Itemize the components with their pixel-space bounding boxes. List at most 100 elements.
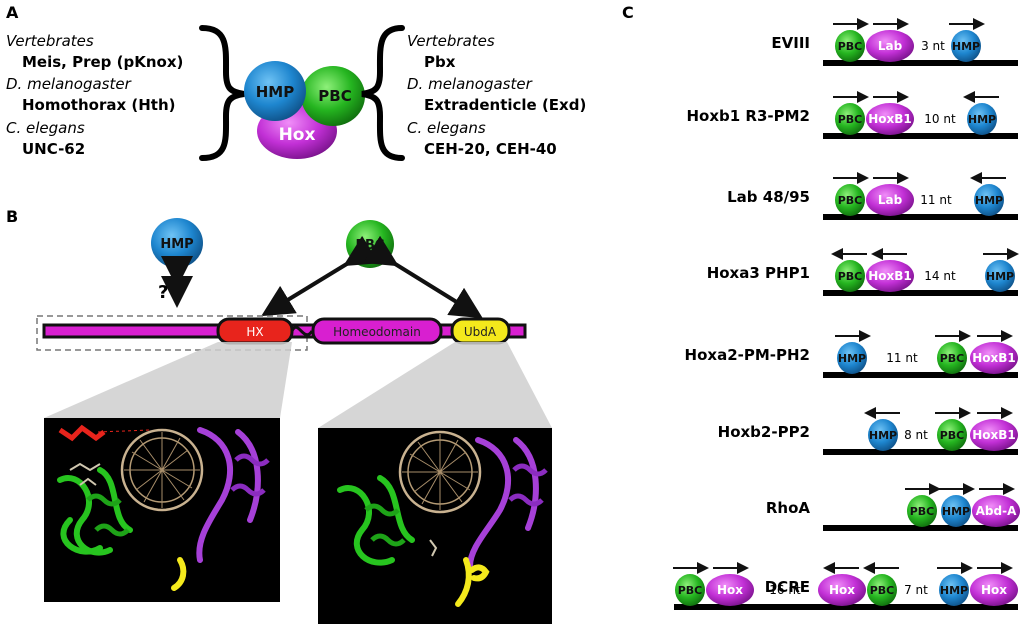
hox-site-label: Hox <box>829 583 855 597</box>
dna-strand <box>674 604 1018 610</box>
pbc-site-label: PBC <box>838 270 863 283</box>
hox-site-blob <box>866 260 914 292</box>
left-genes-vertebrates: Meis, Prep (pKnox) <box>22 53 183 71</box>
pbc-ubda-arrow <box>363 235 483 319</box>
zoom-projection-left <box>44 342 292 418</box>
hox-site-label: HoxB1 <box>972 428 1016 442</box>
dna-strand <box>823 133 1018 139</box>
panel-label-a: A <box>6 3 19 22</box>
right-brace <box>361 25 405 161</box>
hmp-site-blob <box>868 419 898 451</box>
right-organism-drosophila: D. melanogaster <box>407 75 533 93</box>
panel-label-c: C <box>622 3 634 22</box>
dna-strand <box>823 60 1018 66</box>
panel-b-pbc-label: PBC <box>356 238 385 253</box>
spacer-label: 14 nt <box>924 269 956 283</box>
row-name: Lab 48/95 <box>727 188 810 206</box>
hox-site-blob <box>706 574 754 606</box>
row-name: EVIII <box>771 34 810 52</box>
homeodomain-label: Homeodomain <box>333 325 421 339</box>
spacer-label: 3 nt <box>921 39 945 53</box>
right-genes-vertebrates: Pbx <box>424 53 456 71</box>
hmp-site-blob <box>837 342 867 374</box>
hox-site-label: Lab <box>878 39 903 53</box>
pbc-site-blob <box>867 574 897 606</box>
pbc-site-blob <box>835 30 865 62</box>
complex-diagram: HMP PBC Hox <box>244 61 365 159</box>
hmp-site-label: HMP <box>986 270 1014 283</box>
binding-site-row: Hoxa3 PHP1 PBC HoxB1 14 nt HMP <box>707 248 1019 296</box>
unknown-interaction-mark: ? <box>158 282 168 303</box>
hmp-site-label: HMP <box>838 352 866 365</box>
zoom-projection-right <box>318 342 552 428</box>
dna-strand <box>823 372 1018 378</box>
hox-site-label: HoxB1 <box>868 112 912 126</box>
hmp-site-label: HMP <box>942 505 970 518</box>
hox-site-blob <box>866 184 914 216</box>
hmp-site-blob <box>967 103 997 135</box>
complex-hmp-label: HMP <box>256 83 294 101</box>
row-name: RhoA <box>766 499 811 517</box>
pbc-hx-arrow <box>261 235 379 317</box>
left-organism-vertebrates: Vertebrates <box>6 32 94 50</box>
spacer-label: 11 nt <box>886 351 918 365</box>
structure-image-right <box>318 428 552 624</box>
ubda-domain-label: UbdA <box>464 325 497 339</box>
row-name: Hoxa3 PHP1 <box>707 264 810 282</box>
structure-image-left <box>44 418 280 602</box>
left-genes-celegans: UNC-62 <box>22 140 85 158</box>
left-gene-list: Vertebrates Meis, Prep (pKnox) D. melano… <box>6 32 183 158</box>
dna-strand <box>823 214 1018 220</box>
pbc-site-label: PBC <box>678 584 703 597</box>
left-genes-drosophila: Homothorax (Hth) <box>22 96 175 114</box>
spacer-label: 11 nt <box>920 193 952 207</box>
hmp-site-blob <box>985 260 1015 292</box>
hmp-site-blob <box>941 495 971 527</box>
left-organism-celegans: C. elegans <box>6 119 85 137</box>
right-genes-drosophila: Extradenticle (Exd) <box>424 96 586 114</box>
pbc-site-label: PBC <box>838 113 863 126</box>
hmp-site-label: HMP <box>952 40 980 53</box>
panel-b-hmp-label: HMP <box>160 237 193 252</box>
hmp-site-blob <box>951 30 981 62</box>
hox-site-label: Hox <box>981 583 1007 597</box>
spacer-label: 7 nt <box>904 583 928 597</box>
pbc-site-blob <box>937 419 967 451</box>
pbc-site-blob <box>835 260 865 292</box>
homeodomain <box>311 317 443 345</box>
spacer-label: 16 nt <box>769 583 801 597</box>
complex-pbc-blob <box>301 66 365 126</box>
pbc-site-blob <box>937 342 967 374</box>
hmp-site-blob <box>974 184 1004 216</box>
pbc-site-blob <box>835 103 865 135</box>
row-name: Hoxb2-PP2 <box>718 423 810 441</box>
spacer-label: 10 nt <box>924 112 956 126</box>
hmp-site-label: HMP <box>869 429 897 442</box>
pbc-site-blob <box>907 495 937 527</box>
panel-a: A Vertebrates Meis, Prep (pKnox) D. mela… <box>6 3 586 161</box>
hox-site-label: HoxB1 <box>868 269 912 283</box>
hox-site-label: Lab <box>878 193 903 207</box>
linker-loop <box>290 325 314 337</box>
right-organism-vertebrates: Vertebrates <box>407 32 495 50</box>
spacer-label: 8 nt <box>904 428 928 442</box>
hox-site-blob <box>972 495 1020 527</box>
left-brace <box>199 25 245 161</box>
hox-site-blob <box>970 574 1018 606</box>
complex-pbc-label: PBC <box>318 87 351 105</box>
hmp-site-label: HMP <box>940 584 968 597</box>
complex-hox-label: Hox <box>279 125 316 145</box>
hmp-site-label: HMP <box>968 113 996 126</box>
hox-site-label: HoxB1 <box>972 351 1016 365</box>
pbc-site-label: PBC <box>910 505 935 518</box>
left-organism-drosophila: D. melanogaster <box>6 75 132 93</box>
hox-site-label: Abd-A <box>976 504 1017 518</box>
hox-site-label: Hox <box>717 583 743 597</box>
panel-b: B HMP PBC ? HX Homeodomain UbdA <box>6 207 552 624</box>
hx-domain-label: HX <box>246 325 263 339</box>
